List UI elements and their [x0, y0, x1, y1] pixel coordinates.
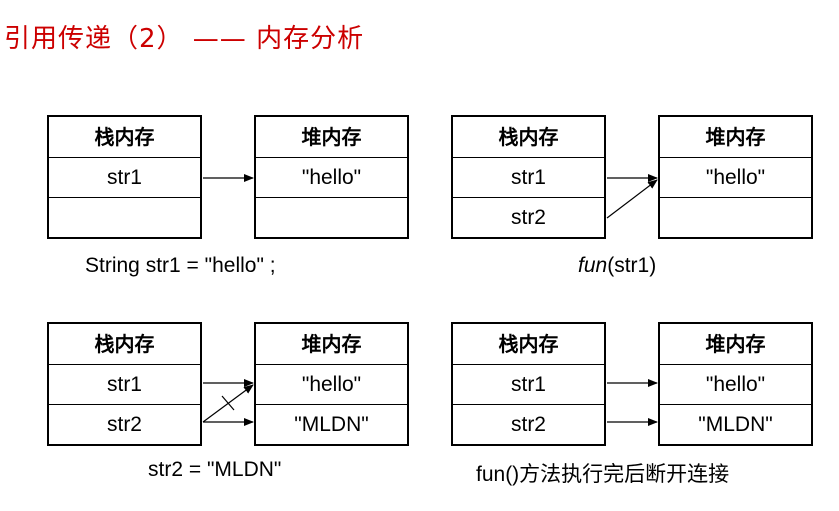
panel4-heap-table: 堆内存 "hello" "MLDN" [658, 322, 813, 446]
panel4-heap-header: 堆内存 [705, 332, 766, 356]
slide-title: 引用传递（2） —— 内存分析 [4, 24, 365, 54]
panel4-stack-cell-1: str1 [453, 364, 604, 404]
panel2-stack-header: 栈内存 [498, 125, 559, 149]
panel2-caption-args: (str1) [607, 254, 657, 277]
panel2-heap-table: 堆内存 "hello" [658, 115, 813, 239]
panel1-heap-header: 堆内存 [301, 125, 362, 149]
panel2-arrow-str2 [606, 179, 658, 219]
panel2-caption: fun(str1) [578, 254, 656, 278]
panel1-stack-cell-1: str1 [49, 157, 200, 197]
panel4-stack-header: 栈内存 [498, 332, 559, 356]
panel2-heap-cell-1: "hello" [660, 157, 811, 197]
panel1-stack-cell-2 [49, 197, 200, 237]
panel2-stack-table: 栈内存 str1 str2 [451, 115, 606, 239]
panel3-heap-cell-2: "MLDN" [256, 404, 407, 444]
panel1-caption: String str1 = "hello" ; [85, 254, 276, 277]
panel4-stack-table: 栈内存 str1 str2 [451, 322, 606, 446]
panel3-stack-table: 栈内存 str1 str2 [47, 322, 202, 446]
panel2-stack-cell-1: str1 [453, 157, 604, 197]
panel1-heap-table: 堆内存 "hello" [254, 115, 409, 239]
panel4-caption: fun()方法执行完后断开连接 [476, 463, 730, 486]
panel1-stack-header: 栈内存 [94, 125, 155, 149]
panel2-stack-cell-2: str2 [453, 197, 604, 237]
panel3-cross-mark [221, 395, 235, 411]
panel2-caption-func: fun [578, 254, 608, 277]
panel2-heap-header: 堆内存 [705, 125, 766, 149]
panel3-caption: str2 = "MLDN" [148, 458, 282, 481]
panel2-heap-cell-2 [660, 197, 811, 237]
panel3-stack-header: 栈内存 [94, 332, 155, 356]
panel3-heap-header: 堆内存 [301, 332, 362, 356]
panel3-heap-cell-1: "hello" [256, 364, 407, 404]
panel1-heap-cell-1: "hello" [256, 157, 407, 197]
panel3-heap-table: 堆内存 "hello" "MLDN" [254, 322, 409, 446]
panel1-heap-cell-2 [256, 197, 407, 237]
panel3-stack-cell-1: str1 [49, 364, 200, 404]
panel4-heap-cell-1: "hello" [660, 364, 811, 404]
panel3-stack-cell-2: str2 [49, 404, 200, 444]
panel4-heap-cell-2: "MLDN" [660, 404, 811, 444]
panel1-stack-table: 栈内存 str1 [47, 115, 202, 239]
panel4-stack-cell-2: str2 [453, 404, 604, 444]
